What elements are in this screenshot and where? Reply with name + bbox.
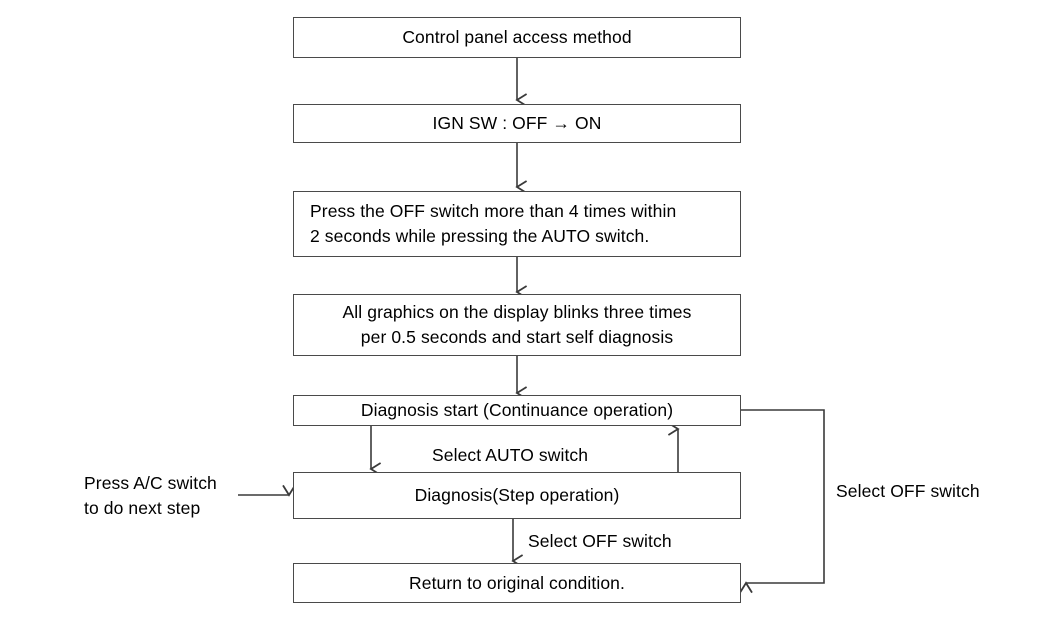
edge-label-select-off-switch-middle: Select OFF switch: [528, 531, 672, 551]
node-return-original-condition[interactable]: Return to original condition.: [293, 563, 741, 603]
node-control-panel-access-method[interactable]: Control panel access method: [293, 17, 741, 58]
node-diagnosis-start[interactable]: Diagnosis start (Continuance operation): [293, 395, 741, 426]
edge-label-select-auto-switch: Select AUTO switch: [432, 445, 589, 465]
node-label: All graphics on the display blinks three…: [342, 302, 692, 347]
connector-start-to-return-loop: [739, 409, 825, 594]
node-label: Control panel access method: [402, 27, 632, 48]
node-label: IGN SW : OFF → ON: [432, 113, 602, 134]
node-all-graphics-blink[interactable]: All graphics on the display blinks three…: [293, 294, 741, 356]
node-label: Press the OFF switch more than 4 times w…: [310, 201, 677, 246]
node-press-off-switch[interactable]: Press the OFF switch more than 4 times w…: [293, 191, 741, 257]
node-label: Diagnosis start (Continuance operation): [360, 400, 674, 421]
edge-label-select-off-switch-right: Select OFF switch: [836, 481, 980, 501]
node-label: Diagnosis(Step operation): [414, 485, 620, 506]
node-ign-sw[interactable]: IGN SW : OFF → ON: [293, 104, 741, 143]
edge-label-press-ac-switch: Press A/C switch to do next step: [84, 473, 217, 518]
node-diagnosis-step[interactable]: Diagnosis(Step operation): [293, 472, 741, 519]
node-label: Return to original condition.: [409, 572, 625, 593]
